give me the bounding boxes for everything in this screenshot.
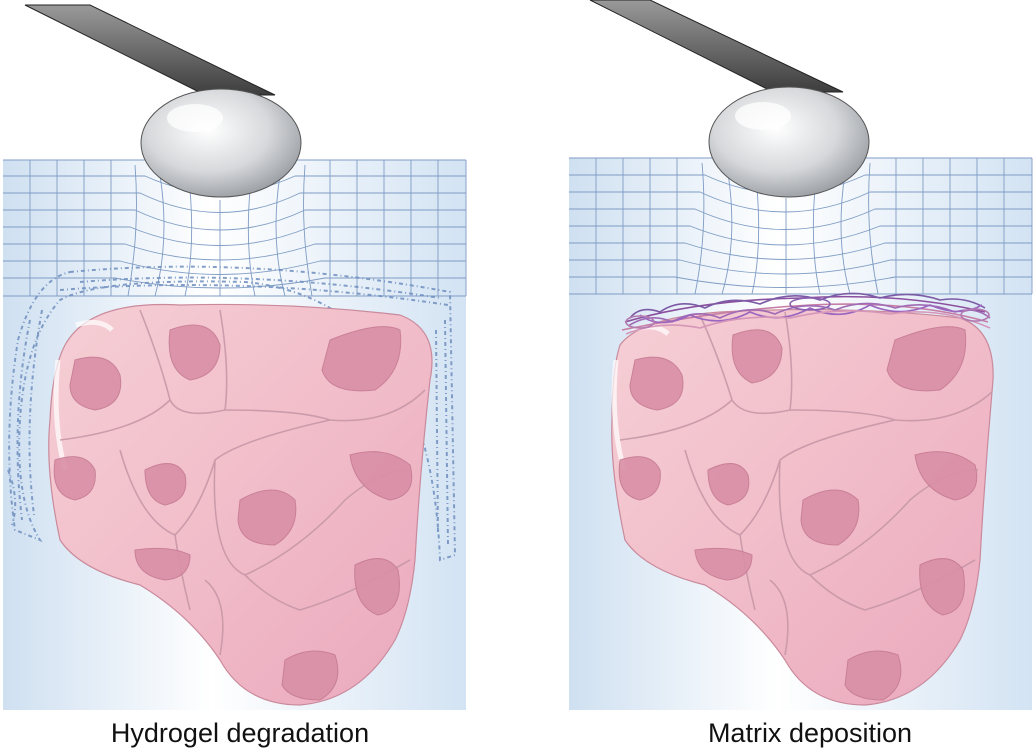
spherical-tip-right [708,86,870,198]
cantilever [24,4,276,96]
cell-nuclei [53,324,413,701]
cell-boundaries-right [619,311,993,656]
caption-hydrogel-degradation: Hydrogel degradation [110,718,370,748]
indenter-probe [24,4,302,198]
cell-nuclei-right [618,326,978,701]
panel-hydrogel-degradation [3,4,467,710]
panel-matrix-deposition [569,0,1033,710]
deposited-matrix-fibers [621,292,991,335]
caption-matrix-deposition: Matrix deposition [707,718,913,748]
indenter-probe-right [589,0,870,198]
cantilever-right [589,0,844,93]
deformation-mesh [3,159,467,297]
degraded-hydrogel-fragments [7,265,457,562]
spherical-tip [140,88,302,198]
